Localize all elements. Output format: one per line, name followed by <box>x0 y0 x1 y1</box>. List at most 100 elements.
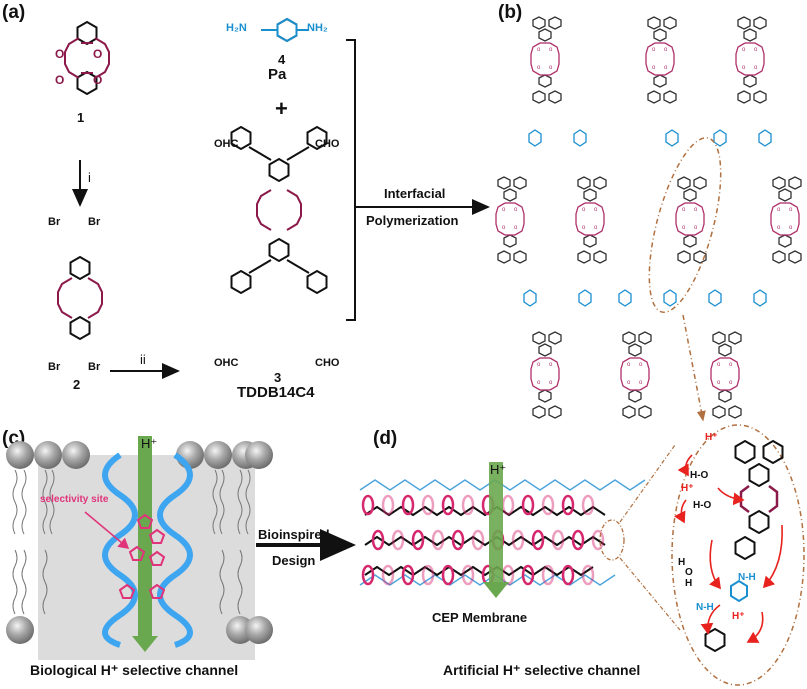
helix-right <box>157 452 193 648</box>
mech-water-3-o: O <box>685 567 693 578</box>
selectivity-site-label: selectivity site <box>40 494 109 505</box>
crown-ring <box>401 564 415 586</box>
crown-ring <box>521 494 535 516</box>
compound-3-cho-left: OHC <box>214 138 239 150</box>
reaction-label-interfacial: Interfacial <box>384 186 446 201</box>
biological-channel <box>6 436 273 660</box>
compound-2-number: 2 <box>73 377 81 392</box>
compound-4-name: Pa <box>268 66 287 83</box>
compound-4-right-group: NH₂ <box>307 22 328 34</box>
crown-ring <box>431 529 445 551</box>
svg-text:O: O <box>55 47 64 61</box>
compound-3-name: TDDB14C4 <box>237 384 315 401</box>
panel-b-label: (b) <box>498 2 523 23</box>
crown-ring <box>421 494 435 516</box>
crown-ring <box>461 564 475 586</box>
crown-ring <box>551 529 565 551</box>
network-unit <box>675 176 707 264</box>
mech-nh-1: N-H <box>738 572 756 583</box>
compound-4-number: 4 <box>278 52 286 67</box>
transition-design: Design <box>272 553 316 568</box>
reactant-bracket <box>346 39 356 321</box>
mech-nh-2: N-H <box>696 602 714 613</box>
mech-proton-3: H⁺ <box>732 611 745 622</box>
crown-ring <box>421 564 435 586</box>
compound-3-cho-left: OHC <box>214 357 239 369</box>
step-i-label: i <box>88 170 91 185</box>
network-unit <box>575 176 607 264</box>
step-ii-label: ii <box>140 352 146 367</box>
crown-ring <box>571 529 585 551</box>
network-unit <box>735 16 767 104</box>
proton-channel-bar <box>138 436 152 636</box>
compound-1-structure <box>64 21 110 95</box>
network-unit <box>645 16 677 104</box>
membrane-proton-label: H⁺ <box>490 462 507 477</box>
crown-ring <box>471 529 485 551</box>
mechanism-ellipse <box>671 424 805 686</box>
reaction-label-polymerization: Polymerization <box>366 213 459 228</box>
membrane-label: CEP Membrane <box>432 610 528 625</box>
compound-4-structure <box>261 17 309 43</box>
compound-2-br: Br <box>88 216 101 228</box>
membrane-highlight <box>599 519 625 561</box>
membrane-proton-bar <box>489 462 503 582</box>
crown-ring <box>531 529 545 551</box>
crown-ring <box>591 529 605 551</box>
mech-proton-2: H⁺ <box>681 483 694 494</box>
network-unit <box>530 16 562 104</box>
crown-ring <box>541 564 555 586</box>
compound-1-number: 1 <box>77 110 85 125</box>
crown-ring <box>581 494 595 516</box>
crown-ring <box>381 564 395 586</box>
crown-ring <box>561 494 575 516</box>
network-unit <box>710 331 742 419</box>
network-unit <box>620 331 652 419</box>
highlight-ellipse <box>648 137 722 313</box>
svg-text:O: O <box>93 47 102 61</box>
crown-ring <box>561 564 575 586</box>
crown-ring <box>501 494 515 516</box>
cep-membrane <box>359 462 646 598</box>
compound-2-br: Br <box>88 361 101 373</box>
helix-left <box>102 452 138 648</box>
panel-d-label: (d) <box>373 428 398 449</box>
mech-water-1: H-O <box>690 470 709 481</box>
mech-water-2: H-O <box>693 500 712 511</box>
crown-ring <box>511 529 525 551</box>
compound-3-cho-right: CHO <box>315 138 340 150</box>
biological-caption: Biological H⁺ selective channel <box>30 662 239 678</box>
polymer-network <box>495 16 802 419</box>
bio-proton-label: H⁺ <box>141 436 158 451</box>
crown-ring <box>521 564 535 586</box>
compound-3-structure <box>230 126 328 294</box>
mech-proton-1: H⁺ <box>705 432 718 443</box>
svg-text:O: O <box>93 73 102 87</box>
mech-water-3-h: H <box>678 557 686 568</box>
crown-ring <box>441 564 455 586</box>
crown-ring <box>381 494 395 516</box>
compound-3-cho-right: CHO <box>315 357 340 369</box>
network-unit <box>770 176 802 264</box>
crown-ring <box>451 529 465 551</box>
crown-ring <box>461 494 475 516</box>
crown-ring <box>361 494 375 516</box>
crown-ring <box>541 494 555 516</box>
mech-water-3-h2: H <box>685 578 693 589</box>
compound-2-structure <box>57 256 103 340</box>
crown-ring <box>581 564 595 586</box>
compound-2-br: Br <box>48 216 61 228</box>
network-unit <box>530 331 562 419</box>
crown-ring <box>401 494 415 516</box>
crown-ring <box>371 529 385 551</box>
crown-ring <box>391 529 405 551</box>
crown-ring <box>411 529 425 551</box>
network-unit <box>495 176 527 264</box>
svg-text:O: O <box>55 73 64 87</box>
plus-sign: + <box>275 96 288 121</box>
compound-2-br: Br <box>48 361 61 373</box>
crown-ring <box>441 494 455 516</box>
panel-a-label: (a) <box>2 2 26 23</box>
crown-ring <box>361 564 375 586</box>
